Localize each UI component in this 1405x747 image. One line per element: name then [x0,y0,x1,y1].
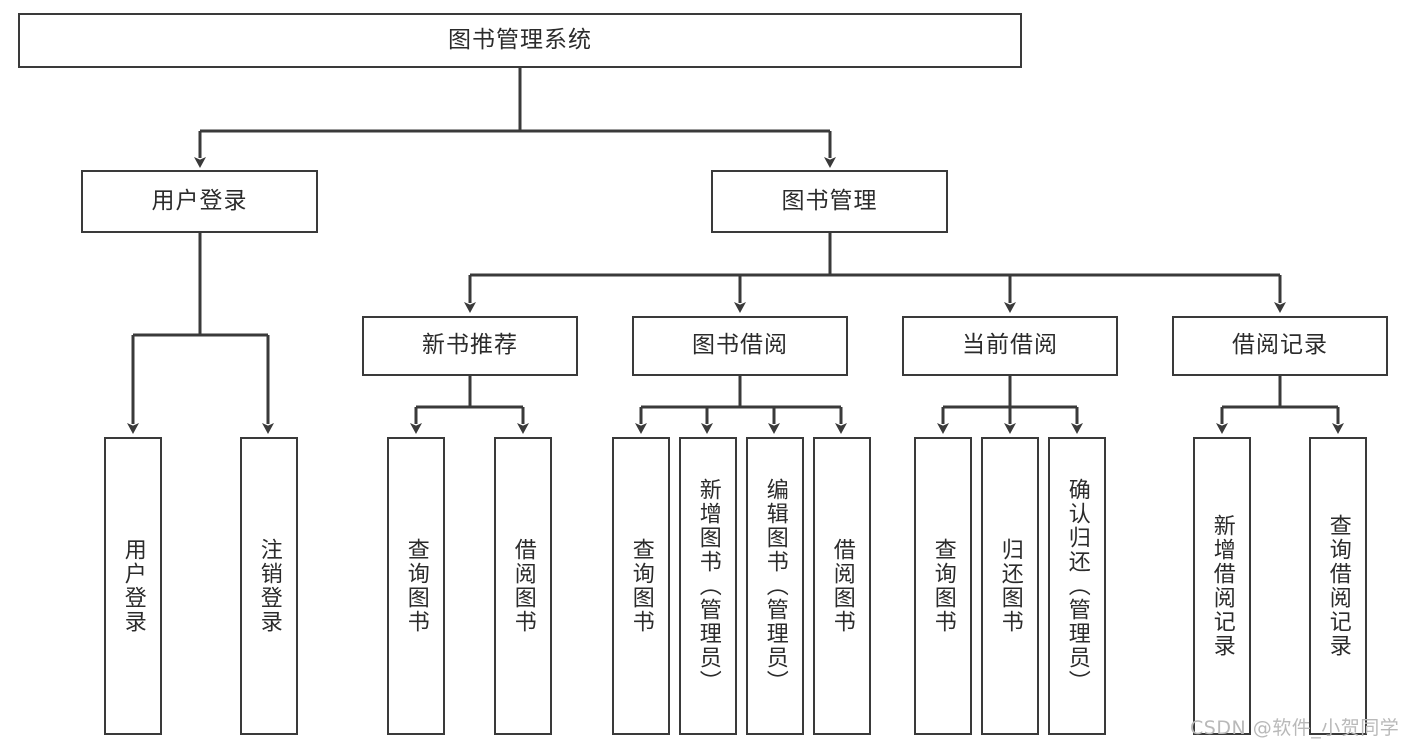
leaf-user-login-label: 用户登录 [120,538,146,634]
node-borrow-record[interactable]: 借阅记录 [1172,316,1388,376]
node-book-manage-label: 图书管理 [781,187,878,214]
leaf-borrow-book-2[interactable]: 借阅图书 [813,437,871,735]
leaf-confirm-return[interactable]: 确认归还（管理员） [1048,437,1106,735]
leaf-borrow-book-1[interactable]: 借阅图书 [494,437,552,735]
node-book-borrow-label: 图书借阅 [692,332,788,359]
leaf-query-book-1-label: 查询图书 [403,538,429,634]
leaf-add-book-label: 新增图书（管理员） [695,478,721,694]
leaf-confirm-return-label: 确认归还（管理员） [1064,478,1090,694]
node-current-borrow-label: 当前借阅 [962,332,1058,359]
node-root-label: 图书管理系统 [448,26,592,53]
leaf-query-book-1[interactable]: 查询图书 [387,437,445,735]
leaf-edit-book[interactable]: 编辑图书（管理员） [746,437,804,735]
node-new-book-recommend[interactable]: 新书推荐 [362,316,578,376]
leaf-add-record-label: 新增借阅记录 [1209,514,1235,658]
leaf-query-record-label: 查询借阅记录 [1325,514,1351,658]
leaf-user-logout[interactable]: 注销登录 [240,437,298,735]
leaf-return-book-label: 归还图书 [997,538,1023,634]
node-borrow-record-label: 借阅记录 [1232,332,1328,359]
leaf-user-logout-label: 注销登录 [256,538,282,634]
leaf-query-book-3-label: 查询图书 [930,538,956,634]
leaf-user-login[interactable]: 用户登录 [104,437,162,735]
leaf-query-book-2-label: 查询图书 [628,538,654,634]
node-current-borrow[interactable]: 当前借阅 [902,316,1118,376]
node-book-borrow[interactable]: 图书借阅 [632,316,848,376]
leaf-return-book[interactable]: 归还图书 [981,437,1039,735]
leaf-query-record[interactable]: 查询借阅记录 [1309,437,1367,735]
node-user-login-label: 用户登录 [151,187,248,214]
watermark: CSDN @软件_小贺同学 [1190,717,1400,739]
node-user-login[interactable]: 用户登录 [81,170,318,233]
leaf-borrow-book-2-label: 借阅图书 [829,538,855,634]
leaf-add-book[interactable]: 新增图书（管理员） [679,437,737,735]
leaf-query-book-2[interactable]: 查询图书 [612,437,670,735]
leaf-add-record[interactable]: 新增借阅记录 [1193,437,1251,735]
leaf-query-book-3[interactable]: 查询图书 [914,437,972,735]
node-new-book-recommend-label: 新书推荐 [422,332,518,359]
node-root[interactable]: 图书管理系统 [18,13,1022,68]
leaf-borrow-book-1-label: 借阅图书 [510,538,536,634]
node-book-manage[interactable]: 图书管理 [711,170,948,233]
leaf-edit-book-label: 编辑图书（管理员） [762,478,788,694]
